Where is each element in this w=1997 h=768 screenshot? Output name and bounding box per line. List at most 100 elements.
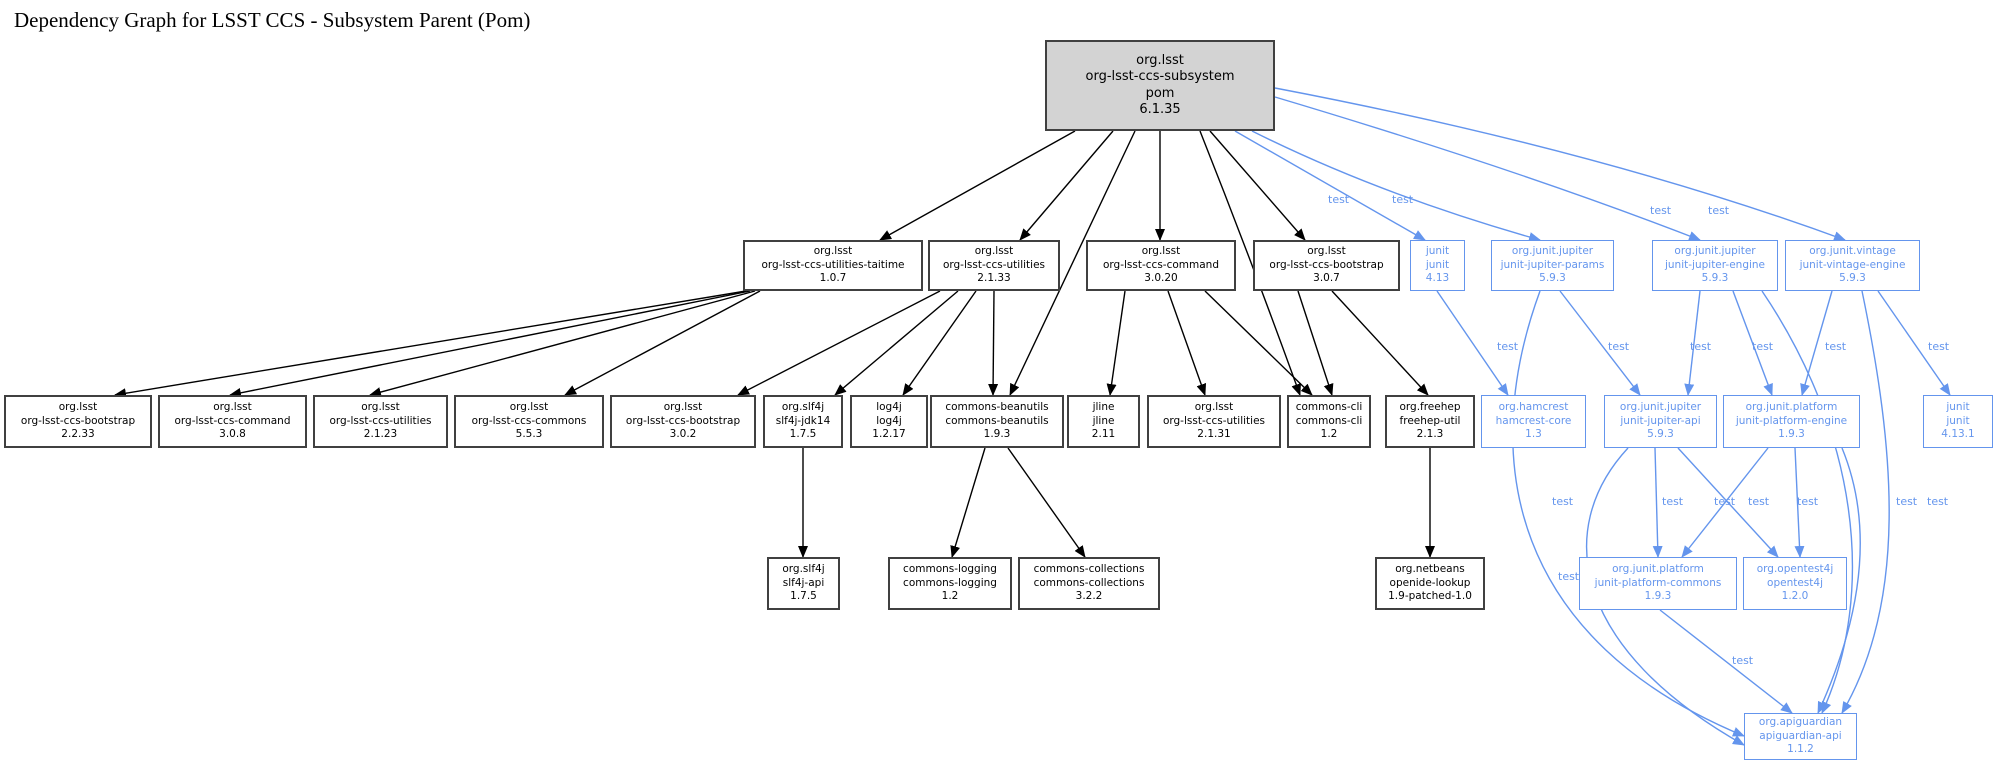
- edge-pom-to-utilities-2133: [1019, 130, 1114, 241]
- node-label: junit: [1946, 414, 1970, 427]
- node-label: org.hamcrest: [1498, 401, 1569, 414]
- edge-pom-to-vintage-engine: [1274, 87, 1846, 241]
- edge-bootstrap-307-to-freehep: [1331, 290, 1429, 396]
- node-label: apiguardian-api: [1759, 729, 1842, 742]
- edge-jupiter-params-to-jupiter-api: [1559, 290, 1641, 396]
- node-label: org-lsst-ccs-utilities: [942, 258, 1046, 271]
- node-label: commons-cli: [1295, 401, 1363, 414]
- node-label: org.lsst: [813, 245, 853, 258]
- node-label: openide-lookup: [1389, 576, 1471, 589]
- node-label: 2.1.3: [1416, 428, 1444, 441]
- node-label: org.lsst: [1307, 245, 1346, 258]
- node-label: 2.1.33: [977, 272, 1011, 285]
- node-label: junit: [1425, 258, 1450, 271]
- node-label: org-lsst-ccs-utilities-taitime: [761, 258, 905, 271]
- node-label: 1.2: [1320, 428, 1338, 441]
- edge-pom-to-bootstrap-307: [1209, 130, 1306, 241]
- node-label: org-lsst-ccs-bootstrap: [1269, 258, 1384, 271]
- edge-label: test: [1497, 340, 1519, 353]
- node-label: org.junit.platform: [1612, 563, 1704, 576]
- edge-jupiter-api-to-platform-commons: [1652, 447, 1663, 558]
- node-label: 3.2.2: [1075, 590, 1103, 603]
- node-label: 2.1.23: [363, 428, 398, 441]
- edge-junit-413-to-hamcrest: [1436, 290, 1509, 396]
- node-label: commons-beanutils: [945, 401, 1049, 414]
- edge-jupiter-engine-to-jupiter-api: [1684, 290, 1701, 396]
- edge-label: test: [1825, 340, 1847, 353]
- node-label: 1.7.5: [790, 590, 817, 603]
- edge-label: test: [1797, 495, 1819, 508]
- node-label: 3.0.7: [1313, 272, 1340, 285]
- node-label: org.lsst: [58, 401, 98, 414]
- edge-pom-to-commons-cli: [1199, 130, 1301, 396]
- node-label: junit-jupiter-params: [1500, 258, 1605, 271]
- edge-pom-to-beanutils: [1009, 130, 1136, 396]
- node-label: org-lsst-ccs-command: [1103, 258, 1219, 271]
- edge-utilities-2133-to-log4j: [902, 290, 977, 396]
- edge-pom-to-jupiter-engine: [1274, 96, 1701, 241]
- node-label: org.junit.jupiter: [1674, 245, 1756, 258]
- node-label: org-lsst-ccs-command: [174, 414, 291, 427]
- edge-label: test: [1608, 340, 1630, 353]
- edge-vintage-engine-to-junit-4131: [1877, 290, 1951, 396]
- node-label: 3.0.2: [669, 428, 697, 441]
- node-label: org.apiguardian: [1758, 716, 1843, 729]
- node-label: commons-logging: [903, 563, 997, 576]
- node-label: org.lsst: [974, 245, 1014, 258]
- edge-command-3020-to-utilities-2131: [1167, 290, 1207, 396]
- node-label: slf4j-jdk14: [775, 414, 831, 427]
- edge-pom-to-taitime: [879, 130, 1076, 241]
- node-label: org.junit.vintage: [1809, 245, 1896, 258]
- edge-taitime-to-commons-553: [564, 290, 761, 396]
- edge-label: test: [1690, 340, 1712, 353]
- node-label: org.lsst: [1194, 401, 1234, 414]
- node-label: 5.9.3: [1839, 272, 1866, 285]
- node-label: log4j: [876, 401, 902, 414]
- edge-command-3020-to-commons-cli: [1204, 290, 1313, 396]
- edge-taitime-to-command-308: [229, 290, 751, 398]
- node-label: org.junit.jupiter: [1619, 401, 1702, 414]
- edge-beanutils-to-commons-collections: [1007, 447, 1086, 558]
- edge-label: test: [1708, 204, 1730, 217]
- node-label: 4.13.1: [1941, 428, 1975, 441]
- edge-command-3020-to-jline: [1106, 290, 1126, 396]
- node-label: 3.0.20: [1144, 272, 1178, 285]
- node-label: org.lsst: [663, 401, 703, 414]
- edge-pom-to-junit-413: [1234, 130, 1426, 241]
- node-label: 1.1.2: [1787, 743, 1814, 756]
- edge-beanutils-to-commons-logging: [950, 447, 986, 558]
